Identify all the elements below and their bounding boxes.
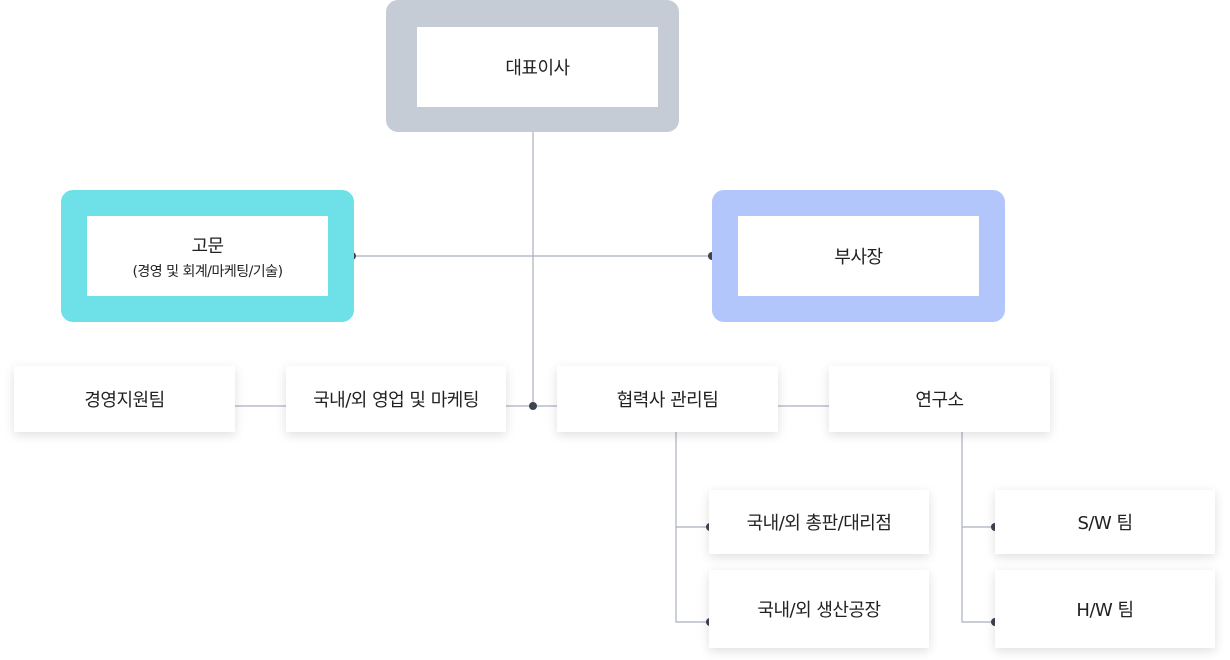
advisor-label: 고문 bbox=[191, 235, 224, 257]
ceo-box: 대표이사 bbox=[417, 27, 658, 107]
dept-label: 협력사 관리팀 bbox=[616, 390, 719, 411]
dept-research-lab: 연구소 bbox=[829, 366, 1050, 432]
dept-label: 국내/외 영업 및 마케팅 bbox=[313, 390, 479, 411]
dept-management-support: 경영지원팀 bbox=[14, 366, 235, 432]
sub-label: H/W 팀 bbox=[1076, 600, 1134, 621]
dept-sales-marketing: 국내/외 영업 및 마케팅 bbox=[286, 366, 506, 432]
lab-branch-line bbox=[961, 432, 995, 623]
partner-branch-line bbox=[675, 432, 710, 623]
dept-label: 연구소 bbox=[915, 390, 964, 411]
advisor-box: 고문 (경영 및 회계/마케팅/기술) bbox=[87, 216, 328, 296]
dept-dot bbox=[529, 402, 537, 410]
sub-label: 국내/외 총판/대리점 bbox=[746, 513, 892, 534]
advisor-sublabel: (경영 및 회계/마케팅/기술) bbox=[132, 263, 283, 280]
sub-distributors: 국내/외 총판/대리점 bbox=[709, 490, 929, 554]
sub-label: 국내/외 생산공장 bbox=[757, 600, 881, 621]
sub-hw-team: H/W 팀 bbox=[995, 570, 1215, 648]
dept-partner-management: 협력사 관리팀 bbox=[557, 366, 778, 432]
sub-label: S/W 팀 bbox=[1077, 513, 1133, 534]
ceo-label: 대표이사 bbox=[505, 58, 570, 79]
sub-sw-team: S/W 팀 bbox=[995, 490, 1215, 554]
sub-factories: 국내/외 생산공장 bbox=[709, 570, 929, 648]
vp-box: 부사장 bbox=[738, 216, 979, 296]
dept-label: 경영지원팀 bbox=[84, 390, 165, 411]
vp-label: 부사장 bbox=[834, 247, 883, 268]
